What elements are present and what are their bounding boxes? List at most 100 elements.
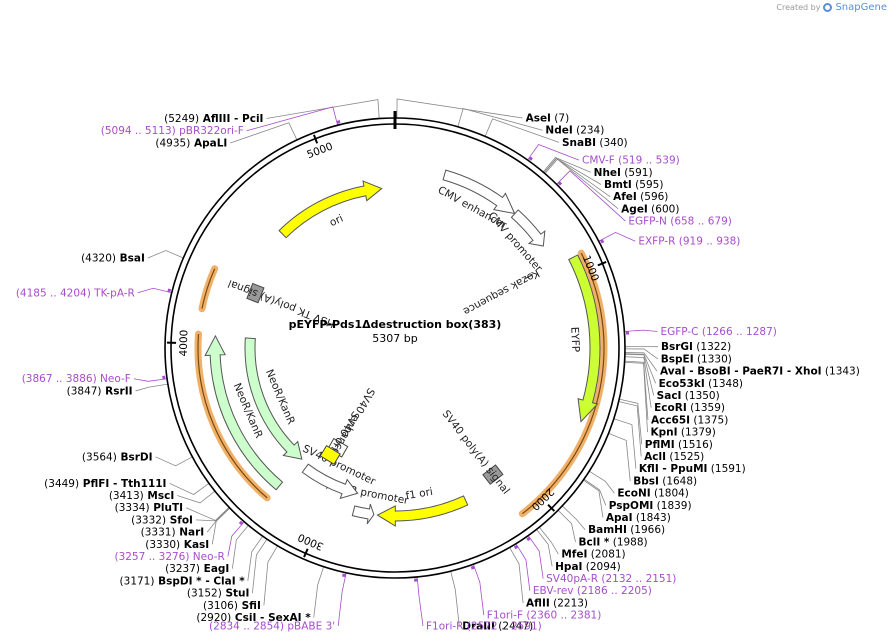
primer-name: (2132 .. 2151)	[598, 573, 676, 585]
site-label: BspEI (1330)	[661, 353, 732, 365]
enzyme-name: AclI	[644, 451, 666, 463]
enzyme-name: SfiI	[238, 600, 261, 612]
primer-mark	[167, 288, 172, 293]
hsv-tk-poly-a-signal-feature	[246, 282, 265, 304]
enzyme-name: ApaLI	[190, 137, 227, 149]
enzyme-name: KflI	[639, 463, 659, 475]
primer-name: F1ori-R	[426, 621, 463, 633]
site-label: AvaI - BsoBI - PaeR7I - XhoI (1343)	[660, 366, 860, 378]
enzyme-name: BspEI	[661, 353, 694, 365]
primer-name: (4185 .. 4204)	[16, 287, 91, 299]
site-position: (4320)	[81, 252, 116, 264]
label-leader	[619, 398, 643, 445]
enzyme-name: BsrGI	[661, 341, 693, 353]
label-leader	[542, 157, 591, 173]
site-position: (4935)	[155, 137, 190, 149]
site-label: EcoRI (1359)	[654, 402, 725, 414]
site-label: (5249) AflIII - PciI	[164, 113, 263, 125]
feature-label: f1 ori	[405, 486, 434, 502]
site-position: (2094)	[582, 561, 620, 573]
label-leader	[624, 361, 648, 433]
primer-mark	[513, 544, 519, 550]
primer-name: (2572 .. 2591)	[463, 621, 541, 633]
site-label: NdeI (234)	[545, 125, 604, 137]
site-position: (591)	[621, 167, 653, 179]
primer-name: EGFP-C	[660, 326, 698, 338]
enzyme-name: RsrII	[102, 385, 133, 397]
site-position: (1516)	[675, 439, 713, 451]
site-label: BamHI (1966)	[588, 524, 665, 536]
site-position: (1966)	[627, 524, 665, 536]
label-leader	[450, 571, 460, 627]
site-position: (5249)	[164, 113, 199, 125]
site-label: MfeI (2081)	[561, 549, 625, 561]
enzyme-name: BamHI	[588, 524, 627, 536]
ori-feature	[278, 180, 383, 239]
primer-mark	[600, 239, 605, 244]
eyfp-feature	[568, 254, 601, 423]
site-label: AfeI (596)	[613, 191, 668, 203]
site-position: (3847)	[67, 385, 102, 397]
site-position: (1988)	[609, 536, 647, 548]
label-leader	[561, 505, 586, 530]
enzyme-name: StuI	[222, 588, 250, 600]
label-leader	[169, 482, 210, 495]
tick-label: 3000	[296, 531, 325, 553]
label-leader	[544, 158, 619, 210]
credit-brand: SnapGene	[835, 2, 887, 13]
enzyme-name: EcoNI	[617, 488, 650, 500]
cmv-promoter-feature	[510, 209, 546, 247]
sv40-ori-feature	[319, 444, 341, 465]
enzyme-name: AvaI	[660, 366, 686, 378]
label-leader	[624, 360, 649, 420]
enzyme-name: BclI *	[579, 536, 610, 548]
site-label: PspOMI (1839)	[609, 500, 692, 512]
site-label: SnaBI (340)	[562, 137, 628, 149]
enzyme-name: SfoI	[166, 514, 193, 526]
site-label: SV40pA-R (2132 .. 2151)	[546, 573, 676, 585]
ampr-promoter-feature	[351, 503, 375, 525]
primer-name: F1ori-F	[487, 610, 523, 622]
site-label: (4320) BsaI	[81, 252, 145, 264]
site-label: PflMI (1516)	[645, 439, 713, 451]
label-leader	[313, 566, 325, 618]
label-leader	[231, 525, 249, 569]
primer-name: (5094 .. 5113)	[101, 125, 176, 137]
label-leader	[624, 348, 659, 360]
site-position: (340)	[596, 137, 628, 149]
site-label: Acc65I (1375)	[651, 414, 728, 426]
primer-mark	[557, 181, 563, 186]
site-label: Eco53kI (1348)	[659, 378, 743, 390]
enzyme-name: AflII	[526, 597, 550, 609]
site-label: ApaI (1843)	[606, 512, 671, 524]
label-leader	[538, 526, 559, 555]
label-leader	[472, 564, 485, 616]
enzyme-name: Acc65I	[651, 414, 690, 426]
label-leader	[484, 118, 560, 143]
label-leader	[177, 490, 216, 504]
primer-mark	[342, 573, 346, 578]
label-leader	[583, 478, 607, 506]
enzyme-name: AflIII	[199, 113, 230, 125]
site-position: (1843)	[633, 512, 671, 524]
site-position: (1348)	[705, 378, 743, 390]
cmv-enhancer-feature	[442, 169, 516, 215]
site-position: (3106)	[203, 600, 238, 612]
site-position: (600)	[648, 203, 680, 215]
label-leader	[227, 521, 245, 557]
site-position: (1839)	[653, 500, 691, 512]
enzyme-name: PflMI	[645, 439, 675, 451]
label-leader	[263, 545, 278, 606]
site-label: (3449) PflFI - Tth111I	[44, 478, 166, 490]
site-label: (4185 .. 4204) TK-pA-R	[16, 287, 135, 299]
site-position: (3330)	[145, 539, 180, 551]
label-leader	[624, 329, 658, 332]
enzyme-name: PspOMI	[609, 500, 654, 512]
primer-name: (2360 .. 2381)	[523, 610, 601, 622]
enzyme-name: NdeI	[545, 125, 572, 137]
primer-name: EXFP-R	[638, 236, 675, 248]
enzyme-name: BbsI	[633, 475, 659, 487]
site-label: SacI (1350)	[657, 390, 720, 402]
label-leader	[527, 535, 544, 579]
plasmid-name: pEYFP-Pds1Δdestruction box(383)	[289, 318, 502, 331]
